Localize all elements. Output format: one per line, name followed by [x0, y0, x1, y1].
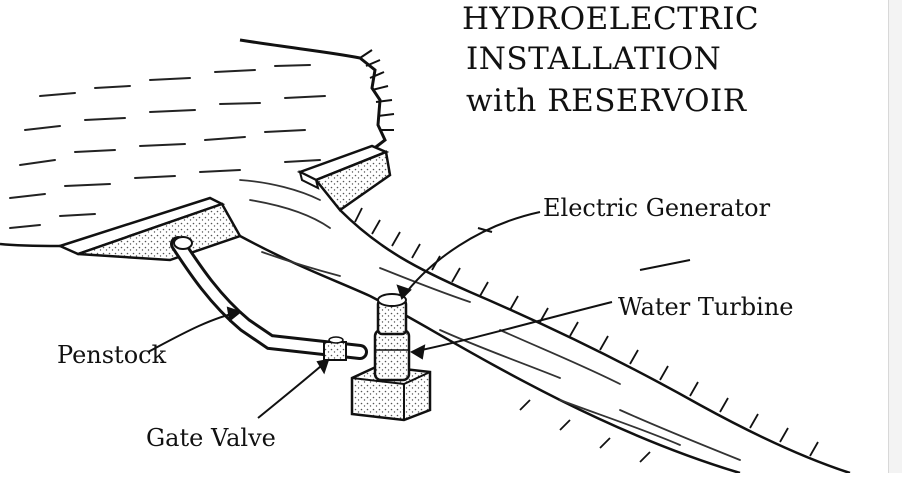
penstock-label: Penstock — [57, 341, 167, 369]
river-left-bank — [239, 234, 741, 475]
reservoir-near-shore — [0, 242, 61, 248]
reservoir-far-bank — [239, 38, 387, 152]
page-edge — [888, 0, 902, 473]
reservoir-water — [9, 64, 326, 229]
gate-valve-label: Gate Valve — [146, 424, 276, 452]
leader-arrows — [147, 211, 691, 419]
dam-small — [296, 144, 392, 212]
bank-hatching-river — [354, 207, 819, 463]
dam-main — [56, 196, 242, 262]
gate-valve-symbol — [323, 336, 347, 361]
diagram-title-line-1: HYDROELECTRIC — [462, 1, 760, 37]
river-right-bank — [339, 209, 851, 475]
water-turbine-label: Water Turbine — [618, 293, 794, 321]
electric-generator-label: Electric Generator — [543, 194, 771, 222]
river-flow-strokes — [239, 179, 741, 461]
turbine-generator-unit — [350, 293, 432, 422]
penstock-pipe — [170, 236, 368, 360]
bank-hatching-top — [359, 49, 395, 131]
diagram-title-line-2: INSTALLATION — [466, 41, 722, 77]
diagram-title-line-3: with RESERVOIR — [466, 83, 747, 119]
